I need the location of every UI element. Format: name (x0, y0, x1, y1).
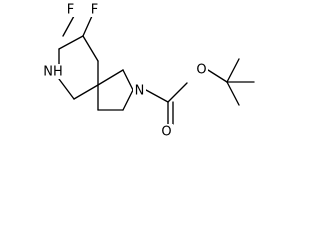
bond-n-carbonyl-carbon (145, 89, 169, 103)
bond-tbutyl-center-methyl-bottom (226, 81, 240, 106)
f-left-background (65, 3, 76, 17)
atom-label-nh: NH (43, 65, 63, 80)
bond-nh-ch2-bottom (58, 78, 75, 100)
bond-cf2-ch2-top (58, 35, 84, 50)
chemical-structure-drawing: F F NH N O O (42, 3, 255, 140)
bond-f-left (62, 15, 75, 37)
nh-background (42, 64, 64, 79)
atom-label-f-right: F (91, 3, 98, 18)
atom-labels: F F NH N O O (42, 3, 208, 140)
bond-ch2-cf2 (82, 35, 99, 62)
bond-ch2-spiro (73, 84, 99, 100)
bond-spiro-ch2-right-top (97, 69, 124, 86)
bond-ester-oxygen-tbutyl-center (207, 69, 228, 83)
bond-tbutyl-center-methyl-top (226, 58, 240, 83)
n-background (133, 83, 146, 98)
atom-label-o-carbonyl: O (161, 125, 171, 140)
f-right-background (89, 3, 100, 17)
bonds (58, 15, 255, 125)
atom-label-f-left: F (67, 3, 74, 18)
bond-carbonyl-ester-oxygen (167, 82, 188, 103)
atom-label-o-ester: O (196, 63, 206, 78)
atom-label-n: N (135, 84, 145, 99)
chemical-structure-canvas: F F NH N O O (42, 2, 255, 140)
bond-n-ch2-right-bottom (122, 89, 134, 111)
o-ester-background (195, 62, 208, 77)
o-carbonyl-background (160, 124, 173, 139)
bond-ch2-right-top-n (122, 69, 134, 91)
bond-f-right (82, 15, 93, 37)
